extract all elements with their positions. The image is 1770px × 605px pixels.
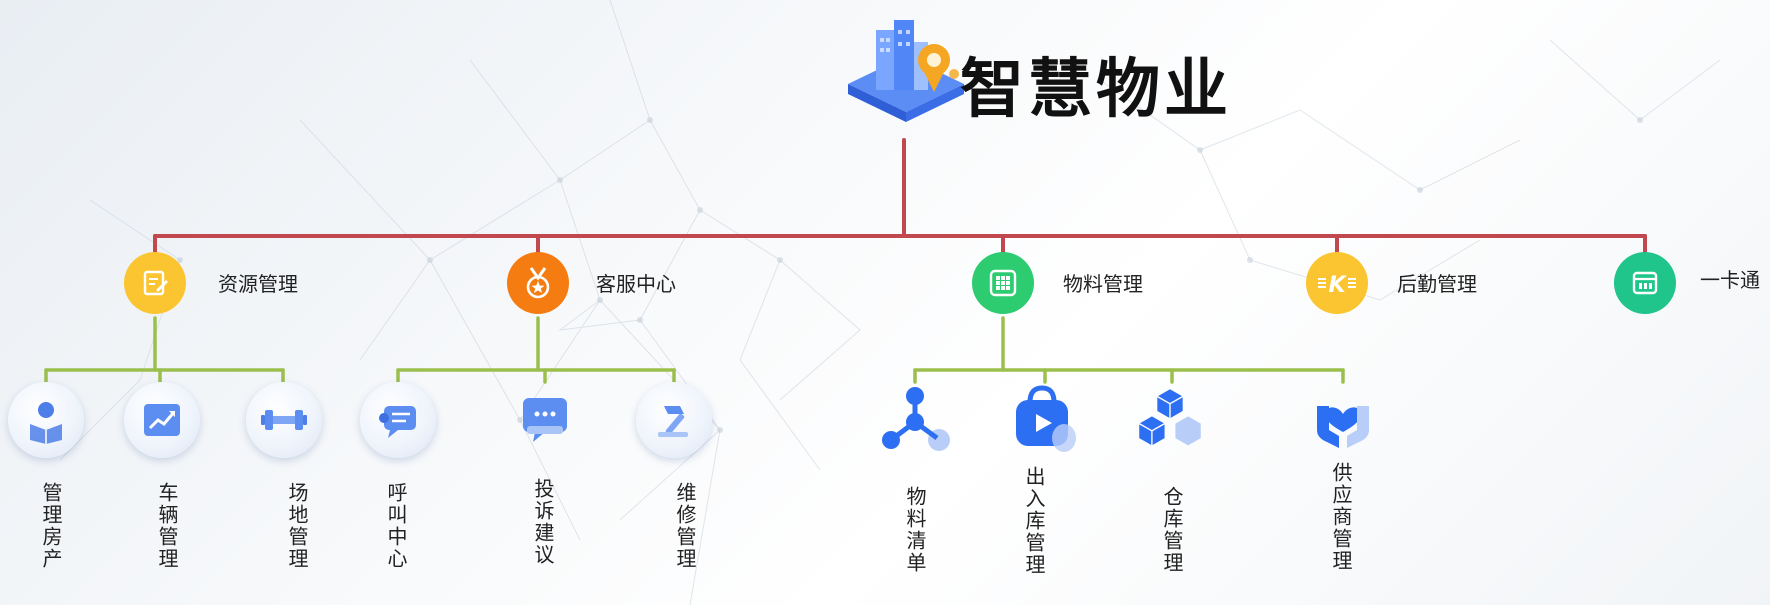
document-edit-icon [143,270,168,296]
sub-item-label: 维修管理 [673,482,697,570]
nodes-icon [882,387,950,451]
sub-item-label: 管理房产 [39,482,63,570]
category-logistics-management[interactable]: K [1306,252,1368,314]
sub-item-supplier-management[interactable] [1305,382,1381,458]
card-calendar-icon [1632,271,1658,295]
sub-item-label: 出入库管理 [1022,466,1046,576]
category-label: 一卡通 [1700,268,1760,292]
category-label: 资源管理 [218,272,298,296]
sub-item-call-center[interactable] [360,382,436,458]
category-label: 后勤管理 [1397,272,1477,296]
category-material-management[interactable] [972,252,1034,314]
grid-icon [989,269,1017,297]
sub-item-complaints-suggestions[interactable] [507,380,583,456]
smart-property-logo-icon [848,20,964,122]
sub-item-warehouse-management[interactable] [1132,382,1208,458]
sub-item-label: 车辆管理 [155,482,179,570]
user-book-icon [30,402,62,444]
hammer-icon [658,406,688,437]
message-dots-icon [523,398,567,442]
k-badge-icon: K [1318,273,1356,298]
category-resource-management[interactable] [124,252,186,314]
sub-item-venue-management[interactable] [246,382,322,458]
category-label: 客服中心 [596,272,676,296]
medal-icon [526,267,550,299]
sub-item-material-list[interactable] [877,382,953,458]
sub-item-inbound-outbound[interactable] [1005,380,1081,456]
sub-item-vehicle-management[interactable] [124,382,200,458]
bag-play-icon [1016,385,1076,452]
category-one-card[interactable] [1614,252,1676,314]
svg-text:K: K [1328,273,1347,298]
sub-item-label: 呼叫中心 [384,482,408,570]
sub-item-label: 投诉建议 [531,478,555,566]
sub-item-label: 供应商管理 [1329,462,1353,572]
category-label: 物料管理 [1063,272,1143,296]
page-title: 智慧物业 [960,53,1232,127]
sub-item-label: 仓库管理 [1160,486,1184,574]
chat-bubble-icon [379,406,416,438]
trend-chart-icon [144,404,180,436]
sub-item-property-management[interactable] [8,382,84,458]
sub-item-label: 物料清单 [903,486,927,574]
sub-item-repair-management[interactable] [636,382,712,458]
dumbbell-icon [261,410,307,430]
sub-item-label: 场地管理 [285,482,309,570]
heart-hand-icon [1317,406,1369,448]
boxes-icon [1138,389,1201,446]
category-customer-service[interactable] [507,252,569,314]
